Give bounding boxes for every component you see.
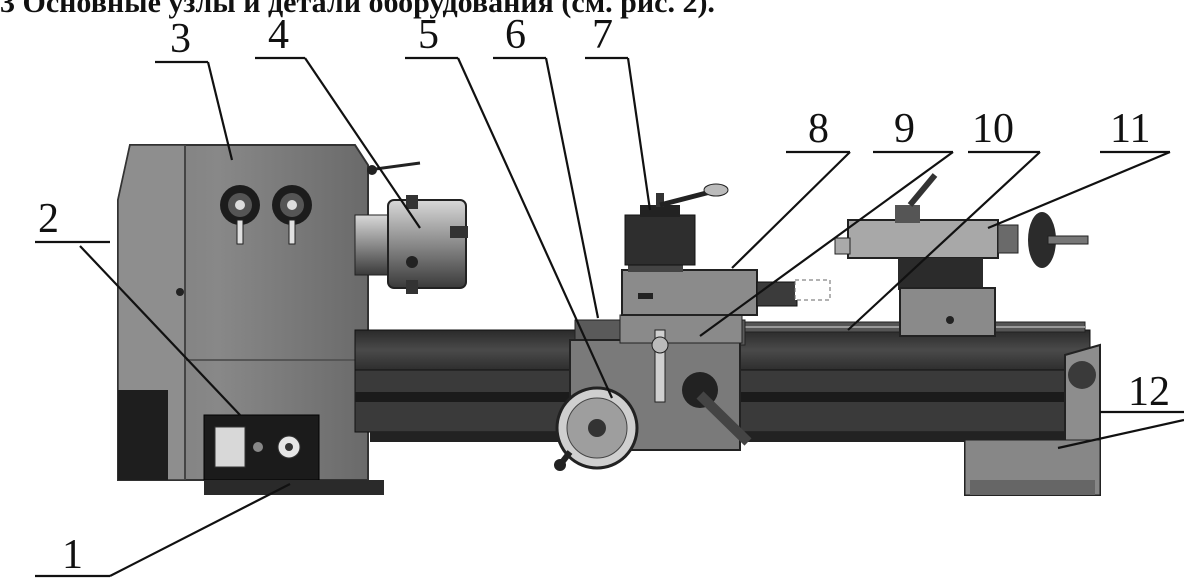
carriage <box>554 314 752 471</box>
tailstock <box>834 173 1089 337</box>
lathe-machine <box>117 144 1101 496</box>
callout-12: 12 <box>1128 369 1170 415</box>
callout-9: 9 <box>894 106 915 152</box>
leader-lines <box>35 56 1184 578</box>
callout-5: 5 <box>418 12 439 58</box>
callout-11: 11 <box>1110 106 1150 152</box>
chuck <box>354 195 468 294</box>
page-title: 3 Основные узлы и детали оборудования (с… <box>0 0 715 19</box>
control-panel <box>203 414 320 481</box>
headstock <box>117 144 421 495</box>
speed-dial-right <box>272 185 312 245</box>
callout-6: 6 <box>505 12 526 58</box>
callout-2: 2 <box>38 196 59 242</box>
callout-1: 1 <box>62 532 83 578</box>
callout-labels: 1 2 3 4 5 6 7 8 9 10 11 12 <box>38 12 1170 578</box>
callout-8: 8 <box>808 106 829 152</box>
callout-3: 3 <box>170 16 191 62</box>
right-leg <box>964 343 1101 496</box>
tool-post-assembly <box>621 183 831 316</box>
callout-4: 4 <box>268 12 289 58</box>
callout-7: 7 <box>592 12 613 58</box>
callout-10: 10 <box>972 106 1014 152</box>
speed-dial-left <box>220 185 260 245</box>
carriage-handwheel <box>554 386 639 471</box>
